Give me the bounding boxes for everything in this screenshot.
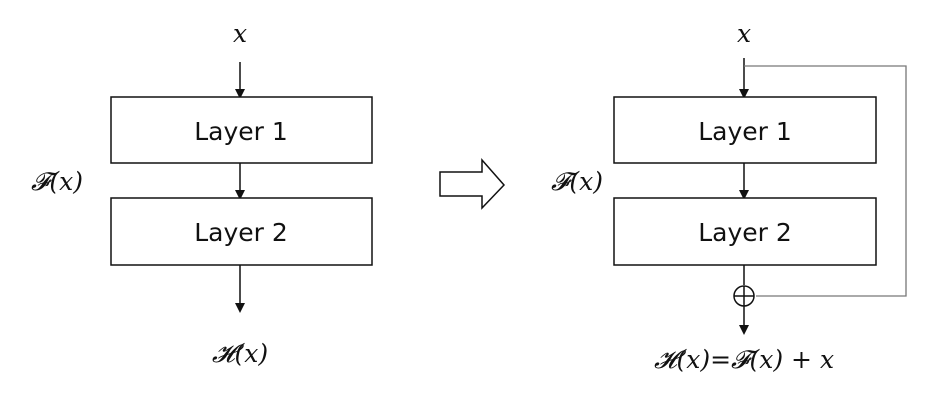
right-layer2-box xyxy=(613,197,877,266)
left-function-label: 𝓕(x) xyxy=(31,167,83,196)
skip-connection-line xyxy=(744,65,907,297)
right-output-label: 𝓗(x)=𝓕(x) + x xyxy=(654,345,834,374)
right-layer1-box xyxy=(613,96,877,164)
residual-network: x Layer 1 Layer 2 𝓕(x) 𝓗(x)=𝓕(x) + x xyxy=(551,19,907,374)
right-layer2-label: Layer 2 xyxy=(698,218,792,247)
left-layer2-label: Layer 2 xyxy=(194,218,288,247)
left-layer1-box xyxy=(110,96,373,164)
hollow-right-arrow-icon xyxy=(439,158,506,210)
right-input-label: x xyxy=(737,19,751,48)
left-input-label: x xyxy=(233,19,247,48)
right-layer1-label: Layer 1 xyxy=(698,117,792,146)
left-layer2-box xyxy=(110,197,373,266)
left-layer1-label: Layer 1 xyxy=(194,117,288,146)
right-function-label: 𝓕(x) xyxy=(551,167,603,196)
circled-plus-icon xyxy=(733,285,755,307)
left-output-label: 𝓗(x) xyxy=(212,339,268,368)
plain-network: x Layer 1 Layer 2 𝓕(x) 𝓗(x) xyxy=(31,19,373,368)
